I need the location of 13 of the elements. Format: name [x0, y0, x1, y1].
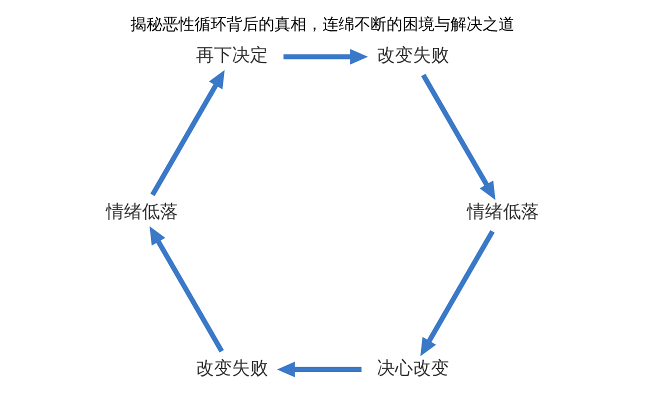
- node-text: 情绪低落: [467, 202, 540, 223]
- diagram-title: 揭秘恶性循环背后的真相，连绵不断的困境与解决之道: [130, 14, 514, 34]
- arrow: [283, 48, 368, 65]
- arrow: [421, 74, 496, 200]
- node-text: 决心改变: [376, 358, 449, 379]
- arrow: [150, 70, 225, 196]
- arrow: [277, 362, 362, 378]
- node-text: 改变失败: [376, 45, 449, 66]
- node-text: 情绪低落: [106, 202, 178, 223]
- node-text: 再下决定: [196, 45, 268, 66]
- arrow: [420, 230, 495, 356]
- arrow: [150, 226, 224, 352]
- node-text: 改变失败: [196, 358, 268, 379]
